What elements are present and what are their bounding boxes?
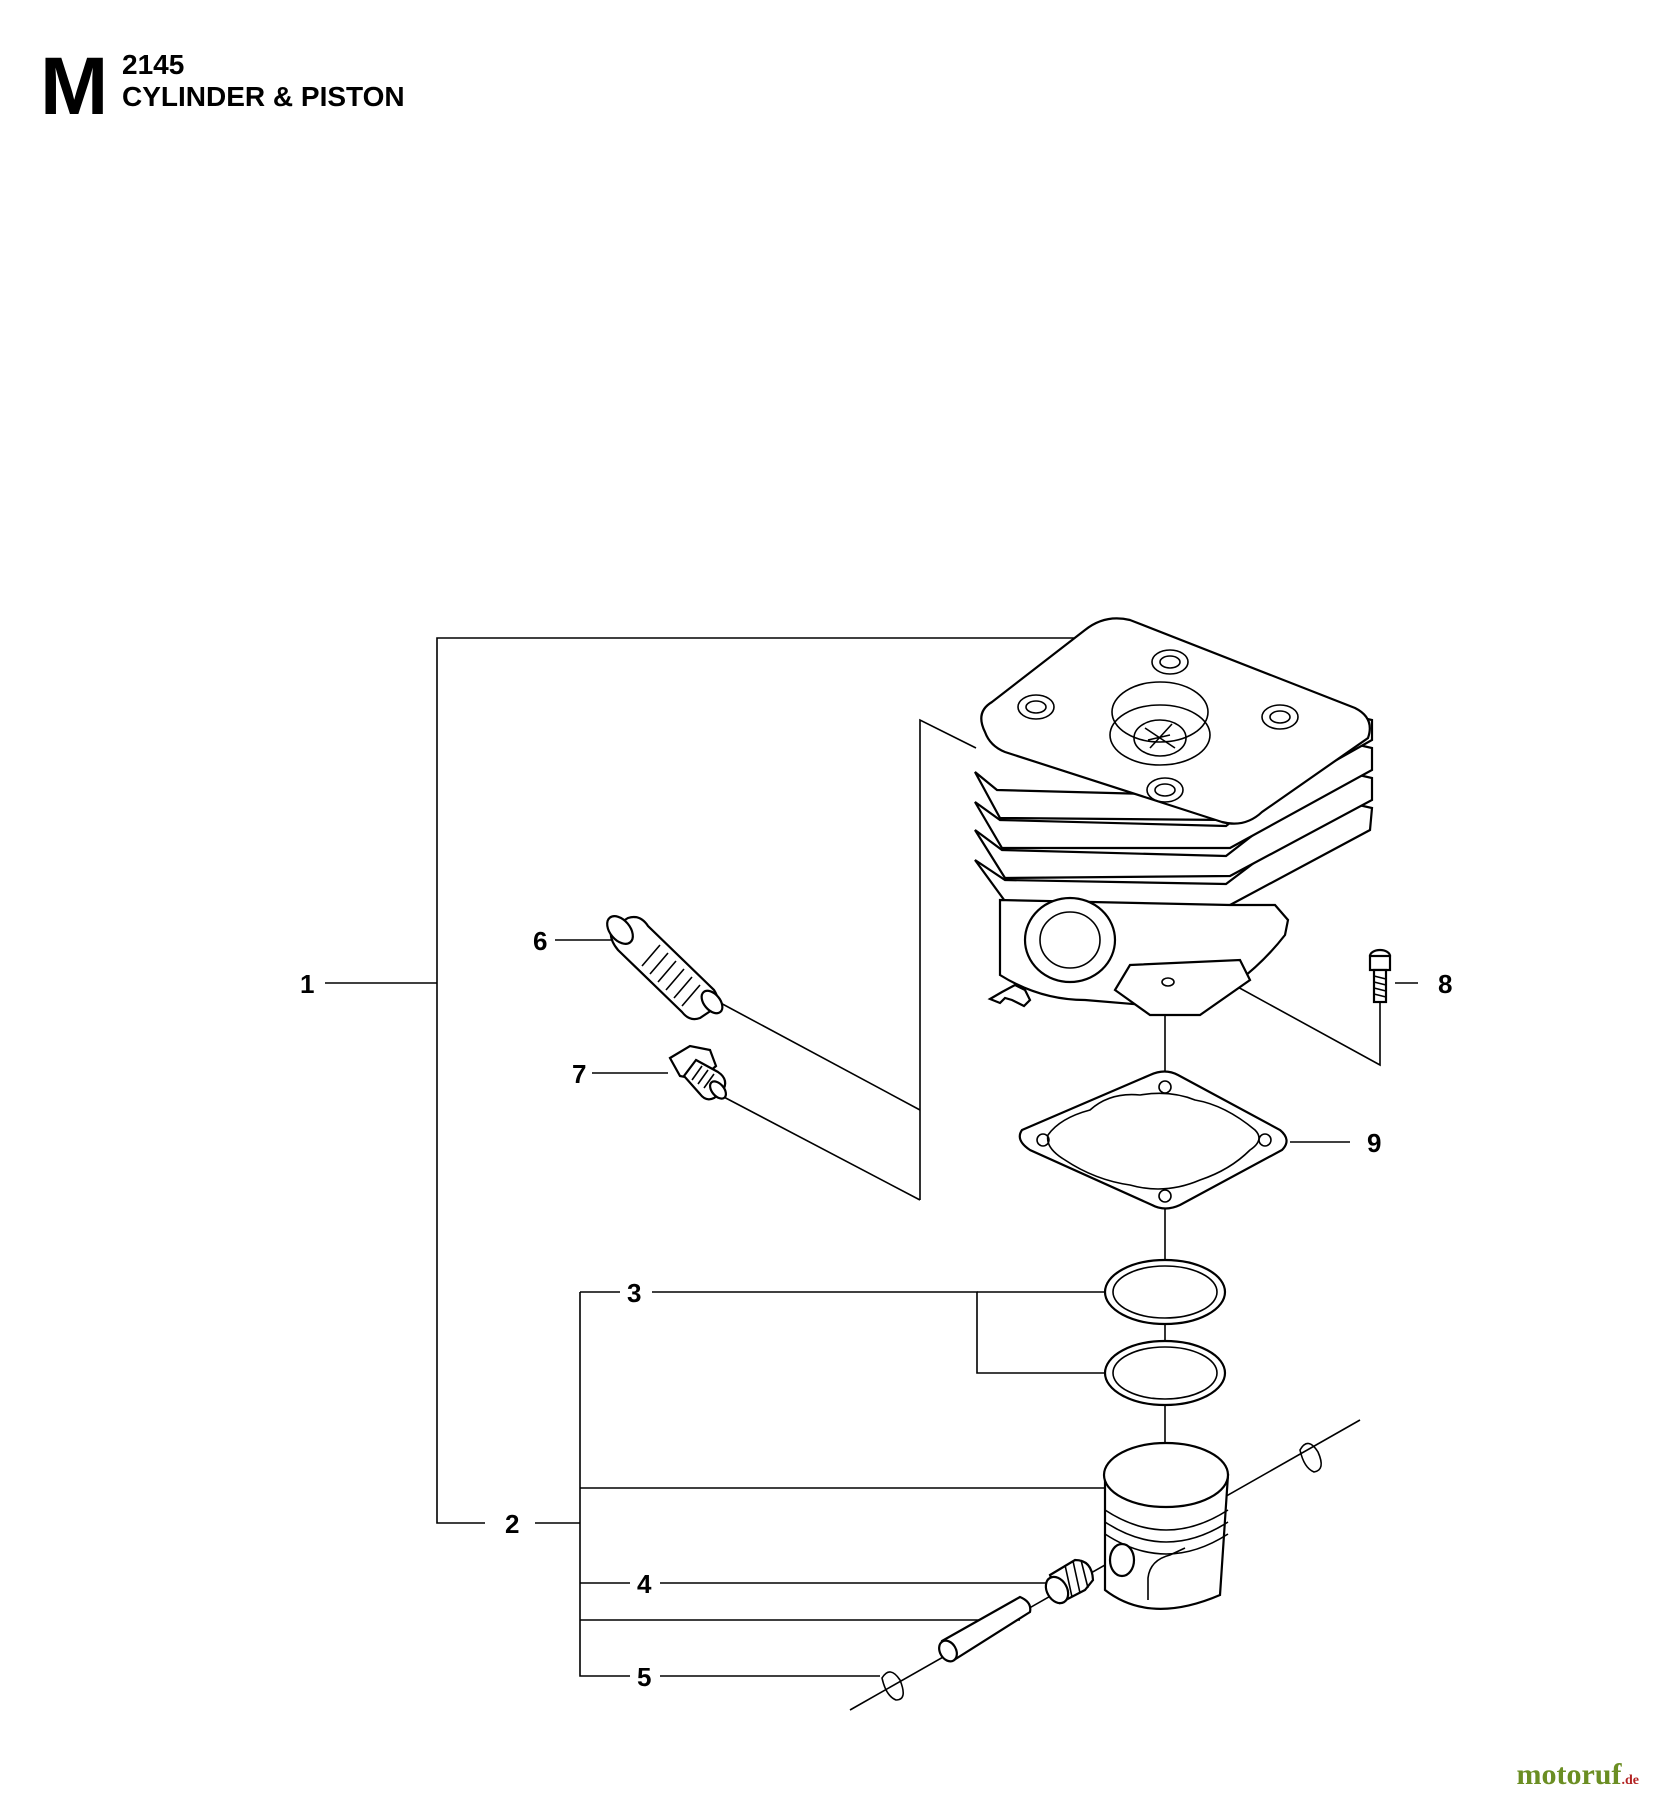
callout-3: 3 [627,1278,641,1308]
piston-pin [938,1595,1032,1663]
callout-4: 4 [637,1569,652,1599]
needle-bearing [1044,1558,1095,1605]
plug-screw [668,1044,728,1101]
cylinder-gasket [1018,1070,1288,1210]
callout-7: 7 [572,1059,586,1089]
section-letter: M [40,41,109,132]
piston-rings [1103,1258,1227,1407]
watermark-tld: .de [1621,1773,1640,1788]
callout-5: 5 [637,1662,651,1692]
page-title: CYLINDER & PISTON [122,81,405,112]
callout-2: 2 [505,1509,519,1539]
cylinder [974,617,1374,1017]
callout-1: 1 [300,969,314,999]
callout-6: 6 [533,926,547,956]
screw [1368,948,1392,1004]
callouts: 1 2 3 4 5 6 7 8 9 [300,926,1452,1692]
callout-8: 8 [1438,969,1452,999]
piston [1102,1441,1230,1610]
callout-9: 9 [1367,1128,1381,1158]
model-number: 2145 [122,49,185,80]
watermark-main: motoruf [1516,1758,1622,1791]
circlips [881,1442,1322,1701]
watermark-logo: motoruf.de [1517,1758,1639,1792]
decompression-valve [606,915,724,1021]
